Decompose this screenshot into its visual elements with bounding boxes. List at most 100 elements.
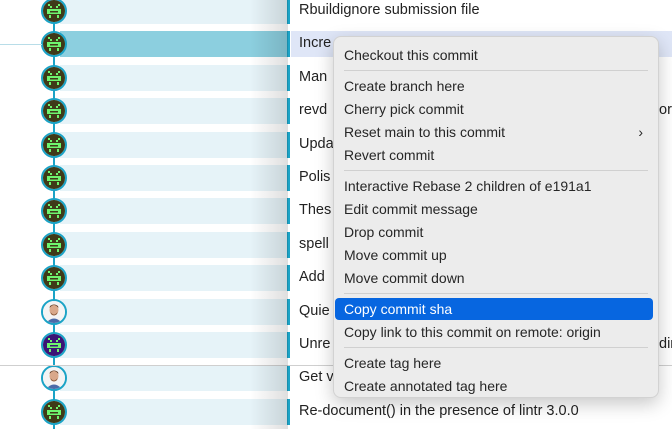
menu-item-create-tag-here[interactable]: Create tag here (335, 352, 653, 374)
row-marker (287, 165, 290, 191)
menu-item-label: Revert commit (344, 147, 435, 163)
commit-row[interactable]: Polis (0, 165, 672, 191)
commit-message: Polis (299, 169, 331, 185)
menu-item-revert-commit[interactable]: Revert commit (335, 144, 653, 166)
commit-row[interactable]: spell (0, 232, 672, 258)
branch-connector (0, 44, 42, 45)
graph-cell (60, 31, 288, 57)
commit-row[interactable]: Unre din (0, 332, 672, 358)
identicon-avatar[interactable] (41, 132, 67, 158)
menu-item-cherry-pick-commit[interactable]: Cherry pick commit (335, 98, 653, 120)
menu-item-create-annotated-tag-here[interactable]: Create annotated tag here (335, 375, 653, 397)
row-marker (287, 98, 290, 124)
menu-item-label: Copy link to this commit on remote: orig… (344, 324, 601, 340)
commit-row[interactable]: Re-document() in the presence of lintr 3… (0, 399, 672, 425)
menu-separator (344, 347, 648, 348)
row-marker (287, 332, 290, 358)
row-marker (287, 0, 290, 24)
menu-item-label: Checkout this commit (344, 47, 478, 63)
commit-message: Rbuildignore submission file (299, 2, 480, 18)
chevron-right-icon: › (638, 124, 643, 140)
identicon-avatar[interactable] (41, 399, 67, 425)
graph-cell (60, 332, 288, 358)
commit-row[interactable]: Add (0, 265, 672, 291)
identicon-avatar[interactable] (41, 165, 67, 191)
graph-cell (60, 232, 288, 258)
graph-cell (60, 0, 288, 24)
menu-item-create-branch-here[interactable]: Create branch here (335, 75, 653, 97)
graph-cell (60, 65, 288, 91)
identicon-avatar[interactable] (41, 265, 67, 291)
author-avatar[interactable] (41, 365, 67, 391)
menu-item-drop-commit[interactable]: Drop commit (335, 221, 653, 243)
row-marker (287, 232, 290, 258)
graph-cell (60, 299, 288, 325)
menu-item-edit-commit-message[interactable]: Edit commit message (335, 198, 653, 220)
menu-item-move-commit-down[interactable]: Move commit down (335, 267, 653, 289)
menu-item-label: Move commit up (344, 247, 447, 263)
menu-item-label: Interactive Rebase 2 children of e191a1 (344, 178, 592, 194)
menu-item-label: Create branch here (344, 78, 465, 94)
graph-cell (60, 365, 288, 391)
identicon-avatar[interactable] (41, 232, 67, 258)
commit-row[interactable]: revd or (0, 98, 672, 124)
menu-item-checkout-this-commit[interactable]: Checkout this commit (335, 44, 653, 66)
commit-message: Quie (299, 303, 330, 319)
menu-item-move-commit-up[interactable]: Move commit up (335, 244, 653, 266)
identicon-avatar[interactable] (41, 332, 67, 358)
commit-message: Re-document() in the presence of lintr 3… (299, 403, 579, 419)
commit-row[interactable]: Man (0, 65, 672, 91)
identicon-avatar[interactable] (41, 65, 67, 91)
commit-row[interactable]: Get v (0, 365, 672, 391)
menu-item-label: Cherry pick commit (344, 101, 464, 117)
commit-message: Incre (299, 35, 332, 51)
commit-message: spell (299, 236, 329, 252)
graph-cell (60, 399, 288, 425)
commit-message-tail: din (659, 336, 672, 352)
menu-item-label: Copy commit sha (344, 301, 453, 317)
row-marker (287, 65, 290, 91)
commit-message: Upda (299, 136, 334, 152)
identicon-avatar[interactable] (41, 98, 67, 124)
menu-separator (344, 293, 648, 294)
menu-item-reset-main-to-this-commit[interactable]: Reset main to this commit › (335, 121, 653, 143)
commit-row[interactable]: Upda (0, 132, 672, 158)
menu-item-label: Create annotated tag here (344, 378, 508, 394)
graph-cell (60, 132, 288, 158)
row-marker (287, 31, 290, 57)
commit-message: Thes (299, 202, 332, 218)
row-marker (287, 399, 290, 425)
commit-message-tail: or (659, 102, 672, 118)
menu-item-label: Move commit down (344, 270, 465, 286)
commit-message: revd (299, 102, 328, 118)
commit-row[interactable]: Thes (0, 198, 672, 224)
commit-message: Add (299, 269, 325, 285)
identicon-avatar[interactable] (41, 31, 67, 57)
commit-message: Unre (299, 336, 331, 352)
graph-cell (60, 198, 288, 224)
graph-cell (60, 265, 288, 291)
graph-cell (60, 165, 288, 191)
row-marker (287, 299, 290, 325)
author-avatar[interactable] (41, 299, 67, 325)
menu-item-label: Edit commit message (344, 201, 478, 217)
commit-message: Man (299, 69, 328, 85)
row-marker (287, 265, 290, 291)
identicon-avatar[interactable] (41, 0, 67, 24)
menu-item-label: Reset main to this commit (344, 124, 506, 140)
menu-separator (344, 170, 648, 171)
identicon-avatar[interactable] (41, 198, 67, 224)
row-marker (287, 198, 290, 224)
commit-message: Get v (299, 369, 334, 385)
menu-item-copy-link-to-this-commit-on-remote-origin[interactable]: Copy link to this commit on remote: orig… (335, 321, 653, 343)
commit-row[interactable]: Quie (0, 299, 672, 325)
menu-item-interactive-rebase-2-children-of-e191a1[interactable]: Interactive Rebase 2 children of e191a1 (335, 175, 653, 197)
row-marker (287, 132, 290, 158)
menu-separator (344, 70, 648, 71)
row-marker (287, 365, 290, 391)
menu-item-copy-commit-sha[interactable]: Copy commit sha (335, 298, 653, 320)
commit-row[interactable]: Rbuildignore submission file (0, 0, 672, 24)
graph-cell (60, 98, 288, 124)
